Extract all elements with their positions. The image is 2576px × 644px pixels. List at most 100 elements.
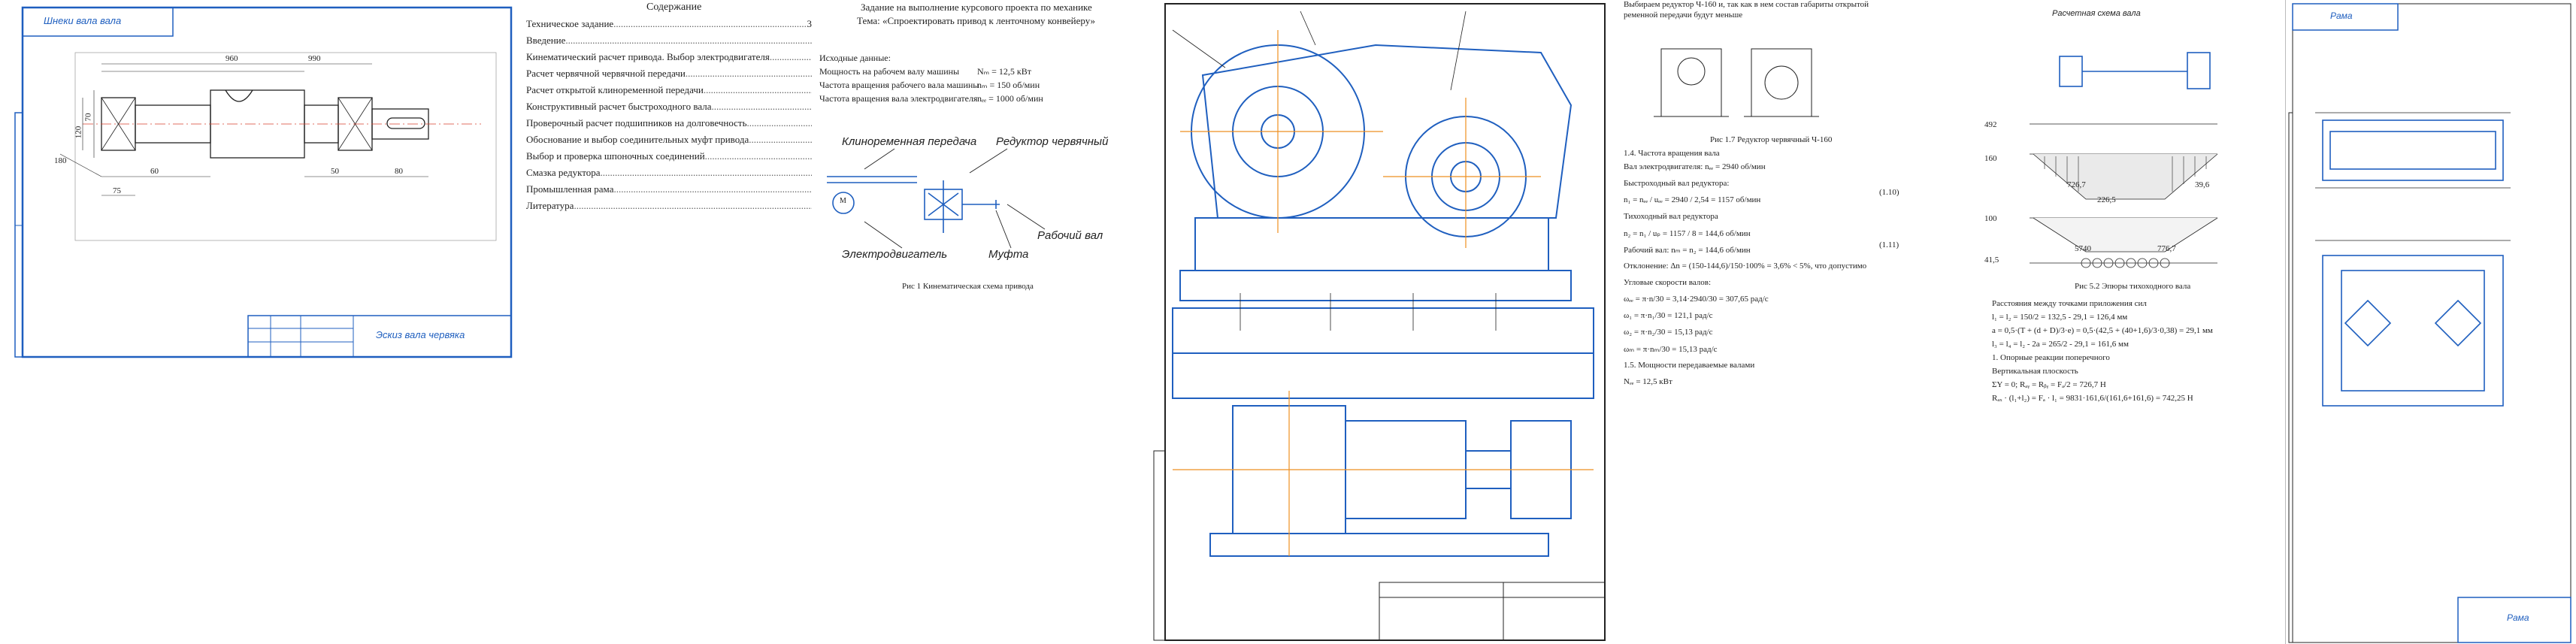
moment-line: Вертикальная плоскость [1992,367,2078,376]
toc-item-label: Кинематический расчет привода. Выбор эле… [526,51,770,62]
calc-line: Вал электродвигателя: nₑₑ = 2940 об/мин [1624,162,1766,171]
task-row-value: Nₘ = 12,5 кВт [977,66,1031,77]
reducer-figure-caption: Рис 1.7 Редуктор червячный Ч-160 [1710,135,1833,144]
toc-item-label: Введение [526,35,566,46]
toc-item: Расчет червячной червячной передачи.....… [526,68,812,80]
moment-line: 1. Опорные реакции поперечного [1992,353,2110,362]
task-row-value: nₘ = 150 об/мин [977,80,1040,90]
toc-leader: ........................................… [746,117,812,128]
label-reducer: Редуктор червячный [996,135,1109,148]
moment-line: Расстояния между точками приложения сил [1992,299,2147,308]
calc-line: ω₁ = π·n₁/30 = 121,1 рад/с [1624,311,1713,320]
toc-item: Конструктивный расчет быстроходного вала… [526,101,812,113]
calc-line: 1.5. Мощности передаваемые валами [1624,361,1755,370]
dim-label: 960 [226,54,238,63]
shaft-drawing [14,6,513,358]
initial-data-label: Исходные данные: [819,53,891,63]
sheet-moment-diagrams: Расчетная схема вала 726,7 226,5 574 [1969,0,2285,481]
moment-value: 41,5 [1984,255,1999,265]
dim-label: 180 [54,156,67,165]
toc-leader: ........................................… [613,183,812,195]
task-subtitle: Тема: «Спроектировать привод к ленточном… [857,15,1096,26]
toc-item-label: Смазка редуктора [526,167,601,178]
moments-caption: Рис 5.2 Эпюры тихоходного вала [2075,282,2191,291]
moment-value: 160 [1984,154,1997,163]
toc-leader: ........................................… [613,18,812,29]
equation-number: (1.10) [1879,188,1899,197]
toc-item-label: Расчет червячной червячной передачи [526,68,686,79]
task-row-label: Частота вращения рабочего вала машины [819,80,979,90]
sheet-contents: Содержание [519,0,819,248]
calc-line: Быстроходный вал редуктора: [1624,179,1730,188]
task-row-label: Частота вращения вала электродвигателя [819,93,978,104]
toc-item-label: Промышленная рама [526,183,614,195]
toc-item: Введение................................… [526,35,812,47]
sheet-frame-drawing: Рама Рама [2285,0,2576,644]
task-title: Задание на выполнение курсового проекта … [861,2,1092,13]
calc-line: ωₑₑ = π·n/30 = 3,14·2940/30 = 307,65 рад… [1624,295,1769,304]
task-row-value: nₑₑ = 1000 об/мин [977,93,1043,104]
toc-item-label: Конструктивный расчет быстроходного вала [526,101,712,112]
calc-line: Угловые скорости валов: [1624,278,1712,287]
dim-label: 70 [83,113,93,122]
toc-item: Промышленная рама.......................… [526,183,812,195]
toc-item: Обоснование и выбор соединительных муфт … [526,134,812,146]
calc-line: Nₑₑ = 12,5 кВт [1624,377,1672,386]
moment-line: l₁ = l₂ = 150/2 = 132,5 - 29,1 = 126,4 м… [1992,313,2128,322]
toc-item-label: Обоснование и выбор соединительных муфт … [526,134,749,145]
toc-leader: ........................................… [600,167,813,178]
toc-leader: ........................................… [685,68,812,79]
moment-line: l₃ = l₄ = l₂ - 2a = 265/2 - 29,1 = 161,6… [1992,340,2129,349]
dim-label: 80 [395,167,403,176]
toc-item: Проверочный расчет подшипников на долгов… [526,117,812,129]
frame-drawing [2285,0,2571,644]
toc-leader: ........................................… [703,84,812,95]
toc-item-label: Техническое задание [526,18,614,29]
sheet-task: Задание на выполнение курсового проекта … [819,0,1135,316]
stamp-top-text: Шнеки вала вала [44,15,122,26]
assembly-drawing [1153,3,1606,641]
moment-line: a = 0,5·(T + (d + D)/3·e) = 0,5·(42,5 + … [1992,326,2213,335]
calc-header-line: Выбираем редуктор Ч-160 и, так как в нем… [1624,0,1869,9]
moments-title: Расчетная схема вала [2052,9,2141,18]
toc-leader: ........................................… [574,200,812,211]
calc-line: ωₘ = π·nₘ/30 = 15,13 рад/с [1624,345,1718,354]
toc-title: Содержание [646,2,702,13]
toc-item-label: Литература [526,200,574,211]
calc-header-line: ременной передачи будут меньше [1624,11,1743,20]
moment-value: 5740 [2075,244,2091,253]
toc-leader: ........................................… [769,51,812,62]
toc-item: Смазка редуктора........................… [526,167,812,179]
moment-value: 776,7 [2157,244,2176,253]
toc-item-label: Расчет открытой клиноременной передачи [526,84,704,95]
motor-symbol: M [840,197,846,205]
reducer-sketch [1654,48,1819,117]
kinematic-scheme [827,148,1046,249]
calc-line: n₂ = n₁ / uₚ = 1157 / 8 = 144,6 об/мин [1624,229,1751,238]
dim-label: 60 [150,167,159,176]
moment-value: 39,6 [2195,180,2210,189]
calc-line: n₁ = nₑₑ / uₑₑ = 2940 / 2,54 = 1157 об/м… [1624,195,1761,204]
stamp-bottom-text: Эскиз вала червяка [376,329,465,340]
dim-label: 75 [113,186,121,195]
moment-value: 226,5 [2097,195,2116,204]
toc-item-label: Проверочный расчет подшипников на долгов… [526,117,747,128]
toc-item: Кинематический расчет привода. Выбор эле… [526,51,812,63]
dim-label: 50 [331,167,339,176]
frame-stamp-bottom: Рама [2507,612,2529,623]
sheet-calculation: Выбираем редуктор Ч-160 и, так как в нем… [1624,0,1939,451]
calc-line: Тихоходный вал редуктора [1624,212,1718,221]
toc-leader: ........................................… [711,101,812,112]
toc-item-label: Выбор и проверка шпоночных соединений [526,150,705,162]
calc-line: ω₂ = π·n₂/30 = 15,13 рад/с [1624,328,1713,337]
label-coupling: Муфта [988,248,1029,261]
toc-item: Выбор и проверка шпоночных соединений...… [526,150,812,162]
dim-label: 990 [308,54,321,63]
frame-stamp-top: Рама [2330,11,2353,21]
figure-caption: Рис 1 Кинематическая схема привода [902,282,1034,291]
equation-number: (1.11) [1879,240,1899,249]
toc-item: Техническое задание.....................… [526,18,812,30]
calc-line: Рабочий вал: nₘ = n₂ = 144,6 об/мин [1624,246,1751,255]
moment-value: 100 [1984,214,1997,223]
toc-item-page: 3 [807,18,812,30]
